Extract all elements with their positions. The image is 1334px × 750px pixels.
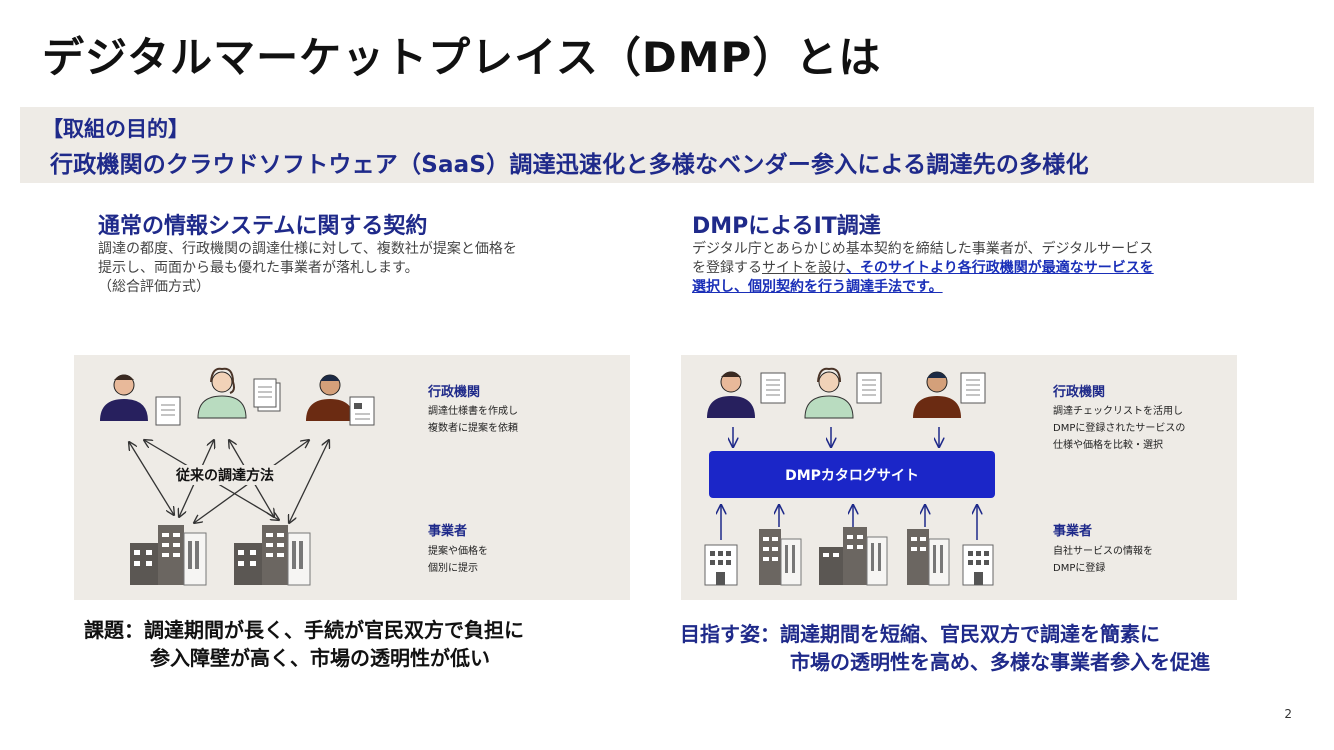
building-icon [759, 529, 802, 586]
building-icon [130, 525, 207, 586]
gov-desc-line: 調達仕様書を作成し [428, 406, 518, 417]
right-heading: DMPによるIT調達 [692, 214, 881, 239]
gov-desc-line: DMPに登録されたサービスの [1053, 423, 1186, 434]
building-icon [907, 529, 950, 586]
document-icon [960, 372, 986, 404]
goal-line-2: 市場の透明性を高め、多様な事業者参入を促進 [790, 650, 1210, 674]
down-arrows [733, 427, 939, 447]
left-description: 調達の都度、行政機関の調達仕様に対して、複数社が提案と価格を 提示し、両面から最… [98, 240, 517, 297]
right-desc-line-1: デジタル庁とあらかじめ基本契約を締結した事業者が、デジタルサービス [692, 241, 1154, 257]
right-desc-line-2b: サイトを設け [762, 260, 846, 276]
purpose-text: 行政機関のクラウドソフトウェア（SaaS）調達迅速化と多様なベンダー参入による調… [50, 152, 1089, 178]
gov-title: 行政機関 [428, 385, 481, 400]
goal-text: 目指す姿：調達期間を短縮、官民双方で調達を簡素に 市場の透明性を高め、多様な事業… [680, 620, 1210, 676]
biz-title: 事業者 [1053, 524, 1093, 539]
document-icon [349, 396, 375, 426]
issue-text: 課題：調達期間が長く、手続が官民双方で負担に 参入障壁が高く、市場の透明性が低い [84, 616, 524, 672]
person-icon [100, 374, 148, 421]
right-desc-line-2: を登録するサイトを設け、そのサイトより各行政機関が最適なサービスを [692, 259, 1154, 278]
person-icon [913, 371, 961, 418]
right-description: デジタル庁とあらかじめ基本契約を締結した事業者が、デジタルサービス を登録するサ… [692, 240, 1154, 297]
biz-desc-line: DMPに登録 [1053, 563, 1106, 574]
left-desc-line-1: 調達の都度、行政機関の調達仕様に対して、複数社が提案と価格を [98, 241, 517, 257]
purpose-label: 【取組の目的】 [42, 117, 189, 141]
gov-title: 行政機関 [1053, 385, 1106, 400]
building-icon [962, 544, 994, 586]
right-desc-line-2c: 、そのサイトより各行政機関が最適なサービスを [846, 260, 1154, 276]
document-stack-icon [253, 378, 281, 412]
issue-line-1: 課題：調達期間が長く、手続が官民双方で負担に [84, 618, 524, 642]
dmp-procurement-panel: DMPカタログサイト 行政機関 調達チェックリストを活用し DMPに登録されたサ… [681, 355, 1237, 600]
center-label: 従来の調達方法 [172, 465, 278, 485]
issue-line-2: 参入障壁が高く、市場の透明性が低い [150, 646, 490, 670]
gov-desc-line: 複数者に提案を依頼 [428, 423, 518, 434]
dmp-catalog-site-box: DMPカタログサイト [709, 451, 995, 498]
page-number: 2 [1284, 707, 1292, 721]
traditional-procurement-panel: 従来の調達方法 行政機関 調達仕様書を作成し 複数者に提案を依頼 事業者 提案や… [74, 355, 630, 600]
document-icon [760, 372, 786, 404]
building-icon [234, 525, 311, 586]
document-icon [856, 372, 882, 404]
left-heading: 通常の情報システムに関する契約 [98, 214, 428, 239]
biz-title: 事業者 [428, 524, 468, 539]
traditional-procurement-diagram [100, 367, 375, 586]
right-desc-line-2a: を登録する [692, 260, 762, 276]
biz-desc-line: 提案や価格を [428, 546, 488, 557]
page-title: デジタルマーケットプレイス（DMP）とは [42, 33, 882, 82]
gov-desc-line: 仕様や価格を比較・選択 [1053, 440, 1163, 451]
person-icon [306, 374, 354, 421]
biz-description: 提案や価格を 個別に提示 [428, 543, 488, 577]
biz-description: 自社サービスの情報を DMPに登録 [1053, 543, 1153, 577]
gov-description: 調達仕様書を作成し 複数者に提案を依頼 [428, 403, 518, 437]
purpose-banner: 【取組の目的】 行政機関のクラウドソフトウェア（SaaS）調達迅速化と多様なベン… [20, 107, 1314, 183]
biz-desc-line: 自社サービスの情報を [1053, 546, 1153, 557]
left-desc-line-3: （総合評価方式） [98, 279, 210, 295]
person-icon [707, 371, 755, 418]
building-icon [704, 544, 738, 586]
person-icon [804, 367, 854, 419]
dmp-procurement-diagram [704, 367, 994, 586]
document-icon [155, 396, 181, 426]
person-icon [197, 367, 247, 419]
gov-desc-line: 調達チェックリストを活用し [1053, 406, 1183, 417]
building-icon [819, 527, 888, 586]
biz-desc-line: 個別に提示 [428, 563, 478, 574]
goal-line-1: 目指す姿：調達期間を短縮、官民双方で調達を簡素に [680, 622, 1160, 646]
right-desc-line-3: 選択し、個別契約を行う調達手法です。 [692, 279, 943, 295]
left-desc-line-2: 提示し、両面から最も優れた事業者が落札します。 [98, 260, 419, 276]
up-arrows [721, 505, 977, 540]
gov-description: 調達チェックリストを活用し DMPに登録されたサービスの 仕様や価格を比較・選択 [1053, 403, 1185, 454]
